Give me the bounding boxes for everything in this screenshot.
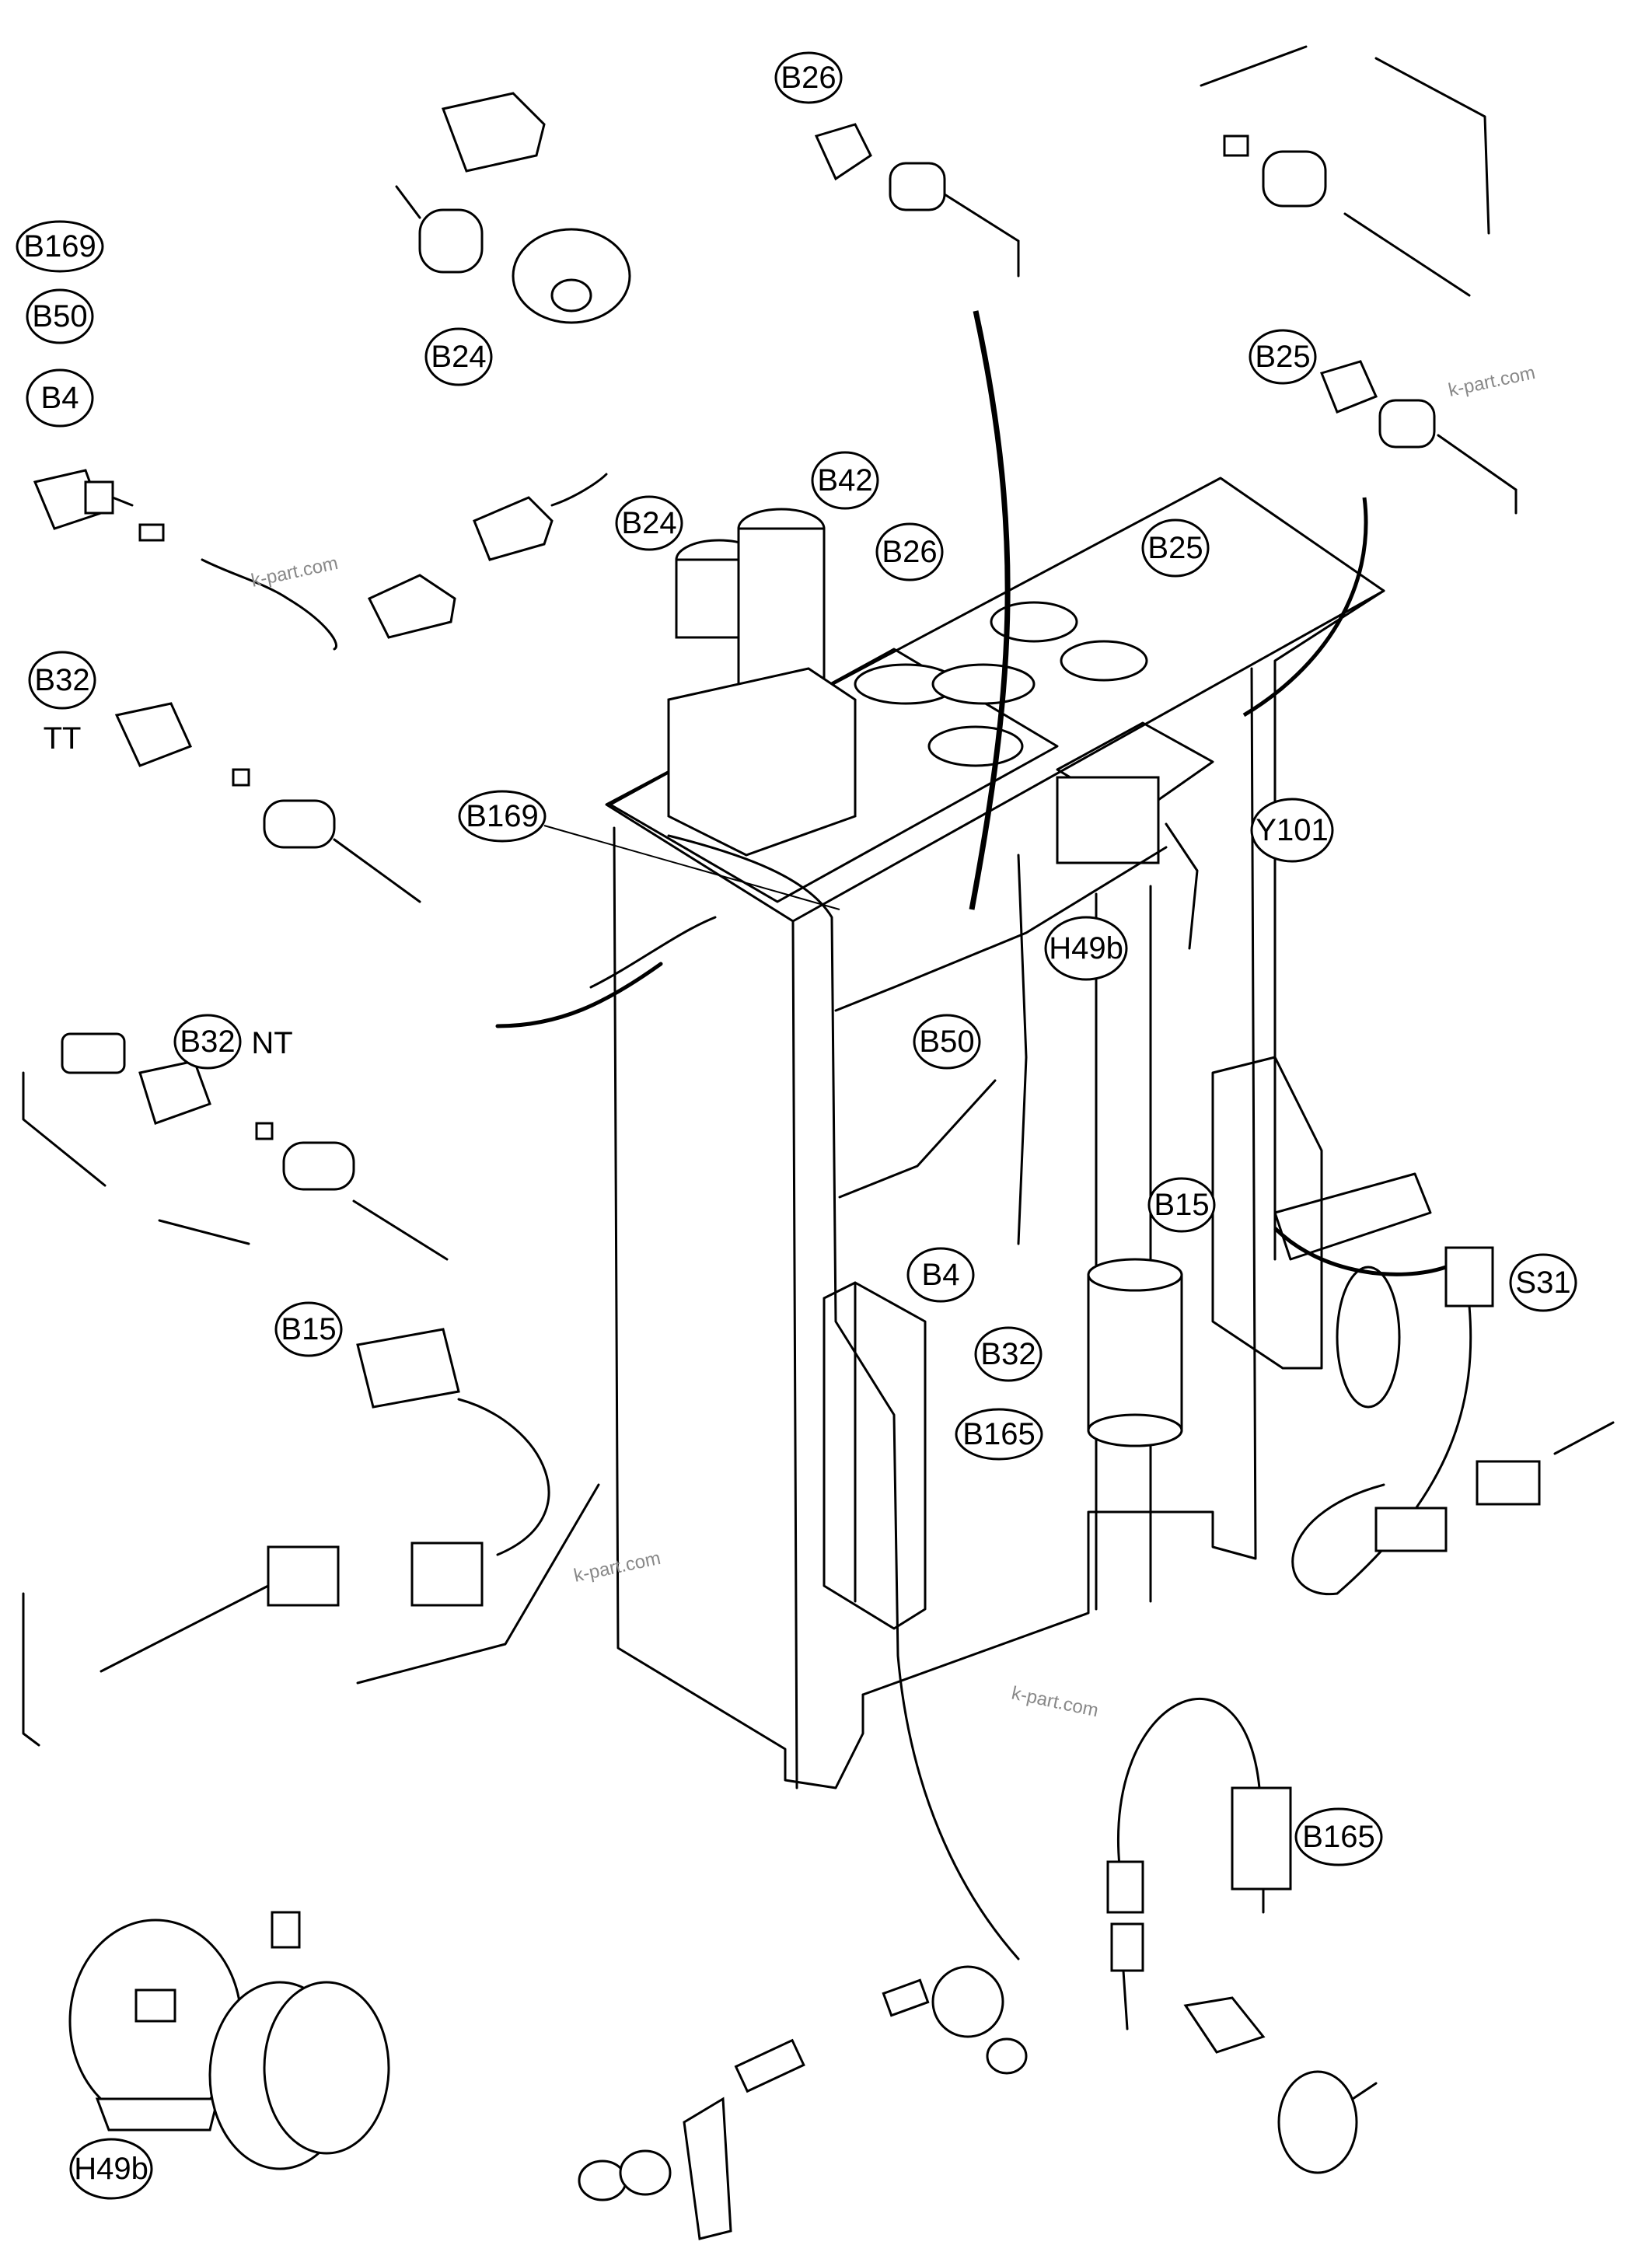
- svg-text:B169: B169: [466, 799, 538, 833]
- svg-text:B165: B165: [962, 1417, 1035, 1451]
- callout-b32-mid: B32: [974, 1326, 1043, 1382]
- callout-b42: B42: [811, 451, 879, 510]
- svg-text:B32: B32: [180, 1025, 235, 1059]
- svg-text:B42: B42: [817, 463, 872, 498]
- svg-text:B4: B4: [922, 1258, 960, 1292]
- wiring-harness: [495, 310, 1447, 1960]
- svg-text:B32: B32: [34, 663, 89, 697]
- callout-b169-mid: B169: [458, 790, 547, 843]
- callout-b26-top: B26: [774, 51, 843, 104]
- callout-b165-mid: B165: [955, 1408, 1043, 1461]
- callout-b25-mid: B25: [1141, 518, 1210, 578]
- parts-h49b-horn: [68, 1911, 390, 2170]
- svg-text:B32: B32: [980, 1337, 1036, 1371]
- callout-b165-right: B165: [1294, 1807, 1383, 1866]
- callout-b15-left: B15: [274, 1301, 343, 1357]
- svg-text:B165: B165: [1302, 1820, 1374, 1854]
- svg-text:B24: B24: [621, 506, 676, 540]
- parts-b32-nt: [22, 1032, 449, 1261]
- svg-text:B50: B50: [32, 299, 87, 333]
- callout-b32-tt: B32: [28, 651, 96, 710]
- callout-h49b-mid: H49b: [1044, 916, 1128, 981]
- watermark-1: k-part.com: [250, 553, 340, 592]
- callout-y101: Y101: [1250, 798, 1334, 863]
- parts-b25-sensor: [1319, 360, 1518, 515]
- svg-text:Y101: Y101: [1256, 813, 1328, 847]
- callout-b4-mid: B4: [906, 1247, 975, 1303]
- label-nt: NT: [251, 1026, 292, 1060]
- parts-b165-sensor: [1106, 1697, 1292, 2030]
- svg-text:B15: B15: [281, 1312, 336, 1346]
- svg-text:H49b: H49b: [74, 2152, 148, 2186]
- parts-top-right-sensor: [1200, 45, 1490, 297]
- svg-text:B24: B24: [431, 340, 486, 374]
- svg-text:H49b: H49b: [1049, 931, 1123, 965]
- callout-b50-mid: B50: [913, 1014, 981, 1070]
- callout-b50-left: B50: [26, 288, 94, 344]
- cabinet-body: [605, 477, 1432, 1789]
- svg-text:B26: B26: [781, 61, 836, 95]
- svg-text:B169: B169: [23, 229, 96, 264]
- callout-s31: S31: [1509, 1253, 1577, 1312]
- watermark-2: k-part.com: [1447, 362, 1537, 401]
- callout-b24-top: B24: [424, 327, 493, 386]
- leader-b169: [543, 825, 840, 910]
- callout-b4-left: B4: [26, 368, 94, 428]
- svg-text:B26: B26: [882, 535, 937, 569]
- svg-text:B25: B25: [1255, 340, 1310, 374]
- parts-b26-sensor: [814, 123, 1020, 278]
- callout-b25-top: B25: [1249, 329, 1317, 385]
- watermark-4: k-part.com: [1010, 1682, 1100, 1721]
- svg-text:B15: B15: [1154, 1188, 1209, 1222]
- parts-tape-and-tie: [1183, 1996, 1378, 2174]
- callout-b15-mid: B15: [1147, 1177, 1216, 1233]
- svg-text:S31: S31: [1515, 1266, 1570, 1300]
- svg-text:B50: B50: [919, 1025, 974, 1059]
- callout-b26-mid: B26: [875, 522, 944, 581]
- callout-h49b-bottom: H49b: [69, 2138, 153, 2200]
- callout-b169-left: B169: [16, 220, 104, 273]
- parts-s31-switch: [1291, 1246, 1615, 1596]
- parts-b24-connector: [395, 92, 631, 324]
- callout-b32-nt: B32: [173, 1014, 242, 1070]
- label-tt: TT: [44, 721, 82, 756]
- parts-b4-sensor: [33, 469, 608, 651]
- parts-b15-sensor: [22, 1328, 600, 1747]
- parts-bracket-hardware: [578, 1965, 1028, 2240]
- parts-b32-tt: [114, 702, 421, 903]
- svg-text:B25: B25: [1147, 531, 1203, 565]
- svg-text:B4: B4: [41, 381, 79, 415]
- callout-b24-mid: B24: [615, 495, 683, 551]
